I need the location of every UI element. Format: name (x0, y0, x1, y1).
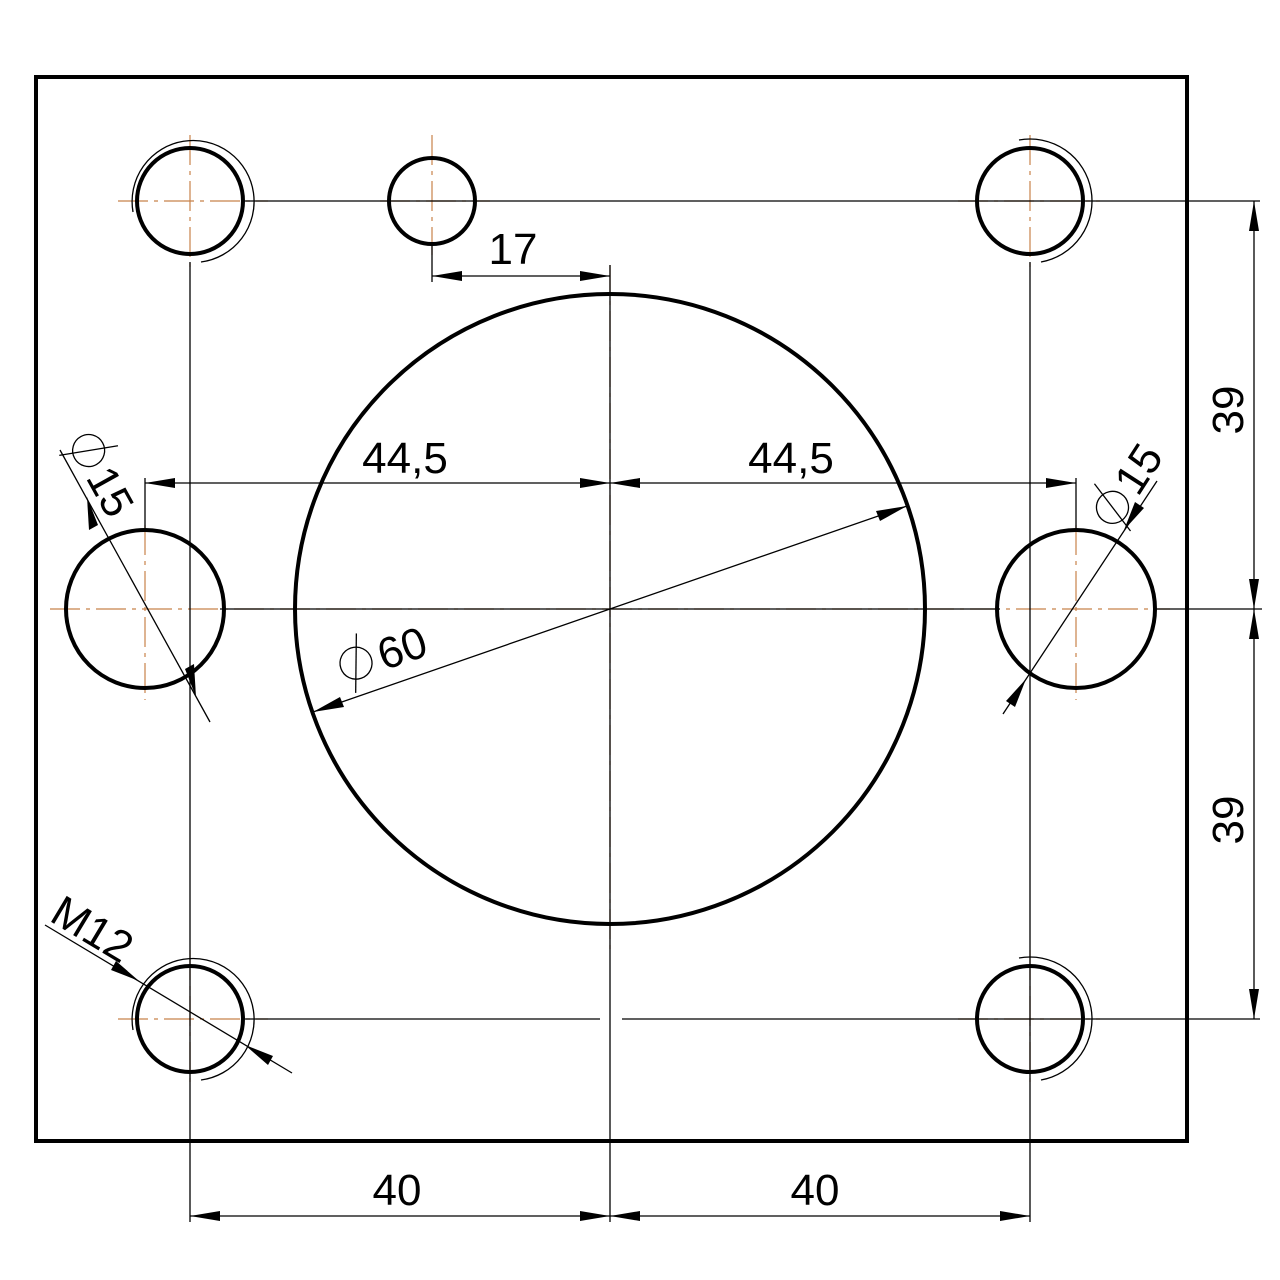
dimension-dia-60-label: 60 (371, 618, 433, 680)
dimension-40-left-label: 40 (373, 1166, 422, 1215)
dimension-39-lower-label: 39 (1204, 796, 1253, 845)
dimension-17: 17 (432, 225, 610, 281)
diameter-symbol (1095, 490, 1130, 525)
threaded-hole-top-right (975, 138, 1093, 263)
diameter-symbol (339, 646, 373, 680)
dimension-39-upper-label: 39 (1204, 386, 1253, 435)
dimension-44-5-right-label: 44,5 (748, 434, 834, 483)
center-bore (293, 292, 927, 926)
threaded-hole-bottom-right (975, 956, 1093, 1081)
thread-callout-label: M12 (43, 887, 142, 973)
dimension-40-left: 40 (190, 1166, 610, 1221)
dimension-dia-15-right-label: 15 (1105, 435, 1173, 503)
threaded-hole-bottom-left (131, 957, 255, 1081)
dimension-dia-15-left-label: 15 (77, 459, 144, 526)
diameter-symbol (71, 433, 106, 468)
threaded-hole-top-left (131, 139, 255, 263)
dimension-40-right-label: 40 (791, 1166, 840, 1215)
thread-callout-m12: M12 (43, 887, 293, 1074)
construction-lines (144, 200, 1262, 1222)
dimension-39-upper: 39 (1204, 201, 1259, 609)
through-hole-right (995, 528, 1157, 690)
dimension-44-5-left-label: 44,5 (362, 434, 448, 483)
dimension-44-5-right: 44,5 (610, 434, 1076, 488)
dimension-40-right: 40 (610, 1166, 1030, 1221)
dimension-44-5-left: 44,5 (145, 434, 610, 488)
dimension-39-lower: 39 (1204, 609, 1259, 1019)
through-hole-left (64, 528, 226, 690)
small-hole-top (387, 156, 477, 246)
dimension-17-label: 17 (489, 225, 538, 274)
